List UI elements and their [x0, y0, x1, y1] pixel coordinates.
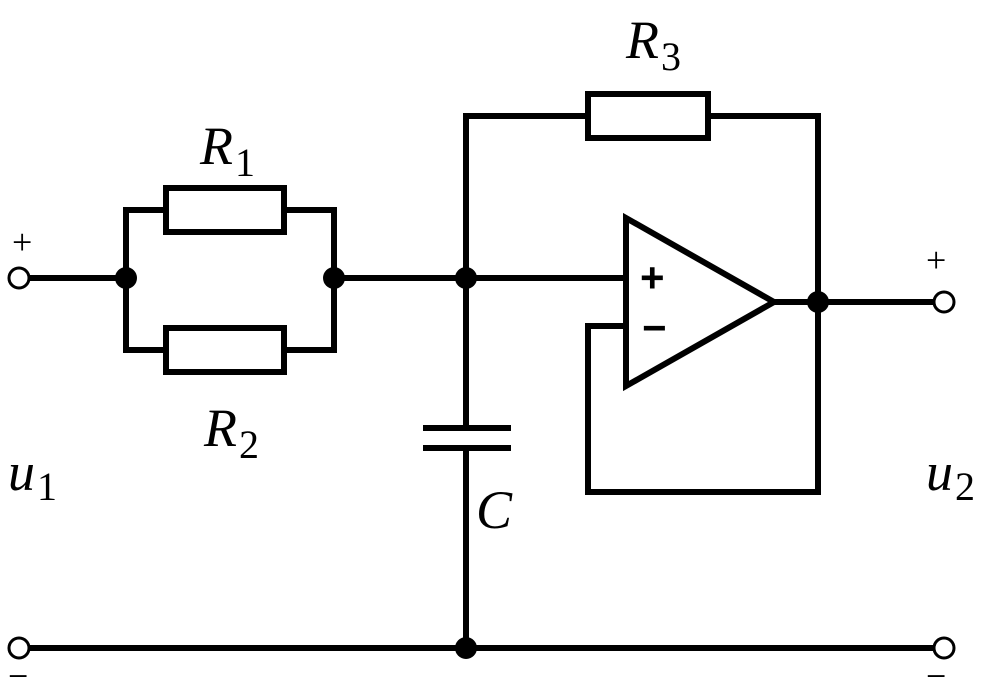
output-terminal-bottom [932, 636, 956, 660]
label-u1: u1 [8, 442, 57, 509]
follower-loop [585, 323, 821, 495]
resistor-r3 [585, 91, 711, 141]
label-c: C [476, 480, 513, 540]
opamp-noninverting-sign: + [640, 254, 665, 301]
opamp-triangle [623, 212, 781, 392]
input-terminal-bottom [7, 636, 31, 660]
label-r3: R3 [625, 10, 681, 79]
output-minus-sign: − [926, 656, 946, 688]
junction-node-ground [455, 637, 477, 659]
label-r2: R2 [203, 398, 259, 467]
label-u2: u2 [926, 442, 975, 509]
capacitor-c [423, 425, 511, 451]
input-terminal-top [7, 266, 31, 290]
junction-node-input [115, 267, 137, 289]
output-terminal-top [932, 290, 956, 314]
junction-node-parallel-out [323, 267, 345, 289]
opamp-inverting-sign: − [642, 304, 667, 351]
resistor-r2 [163, 325, 287, 375]
input-plus-sign: + [12, 222, 32, 262]
label-r1: R1 [199, 116, 255, 185]
junction-node-output [807, 291, 829, 313]
input-minus-sign: − [8, 656, 28, 688]
junction-node-capacitor [455, 267, 477, 289]
resistor-r1 [163, 185, 287, 235]
output-plus-sign: + [926, 240, 946, 280]
